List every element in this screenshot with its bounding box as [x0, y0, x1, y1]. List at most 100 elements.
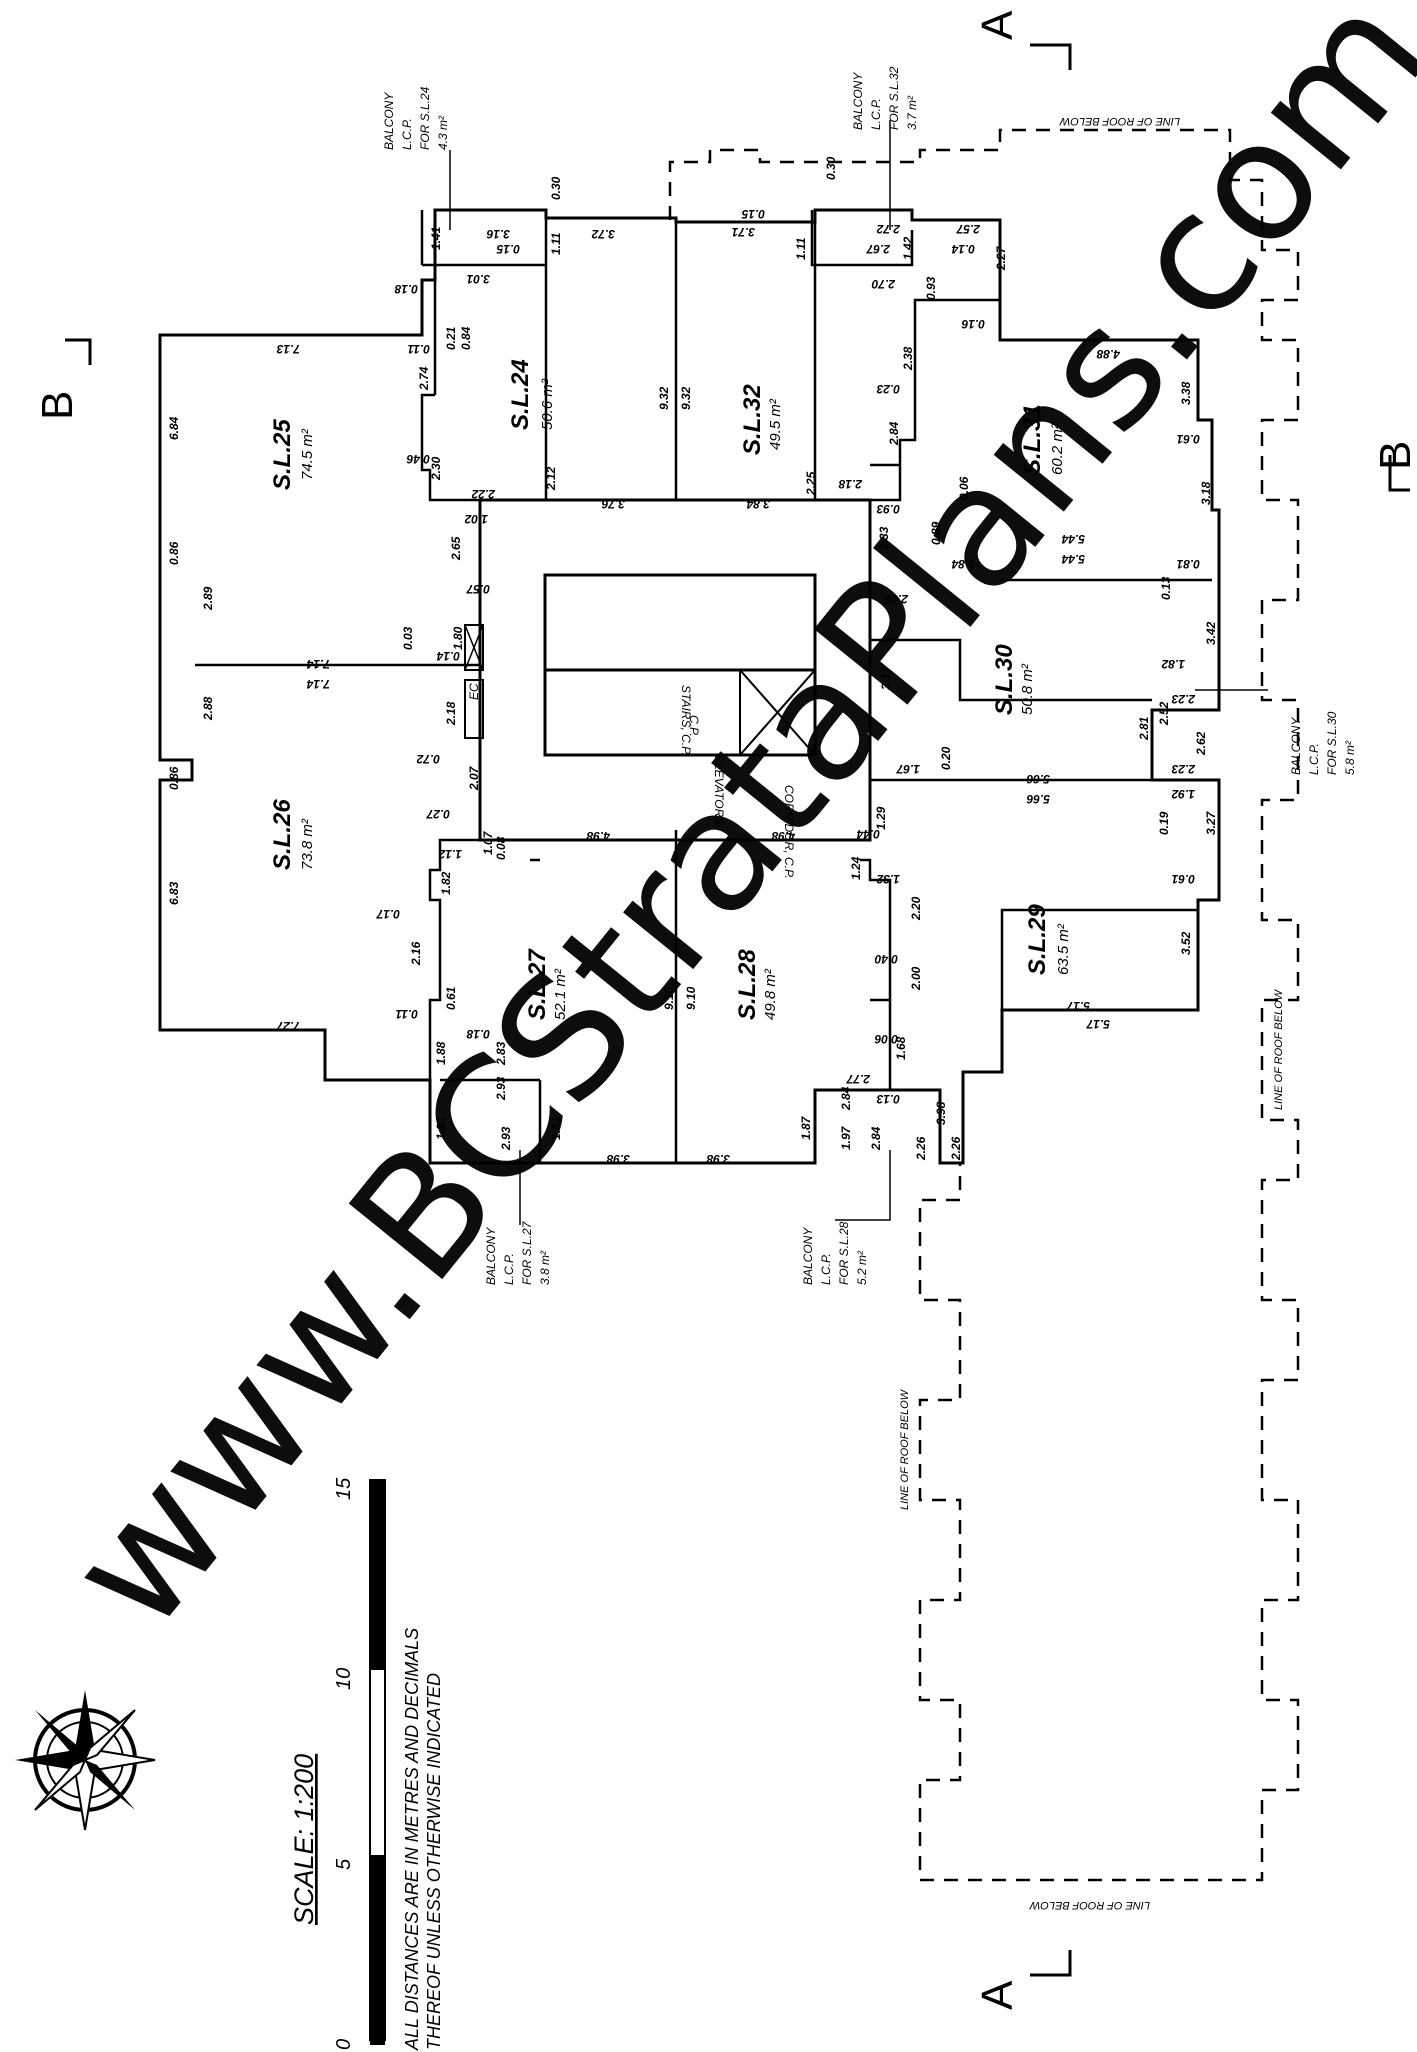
dim: 0.13 [876, 1092, 900, 1106]
scale-title: SCALE: 1:200 [289, 1754, 319, 1925]
dim: 0.13 [1159, 576, 1173, 600]
dim: 0.19 [1157, 811, 1171, 835]
svg-text:5.2 m²: 5.2 m² [855, 1250, 869, 1285]
dim: 1.29 [874, 806, 888, 830]
dim: 2.81 [1137, 716, 1151, 741]
dim: 2.65 [449, 536, 463, 561]
dim: 2.18 [444, 701, 458, 726]
dim: 9.32 [657, 386, 671, 410]
svg-text:FOR S.L.30: FOR S.L.30 [1325, 711, 1339, 775]
dim: 2.27 [994, 245, 1008, 271]
dim: 2.89 [201, 586, 215, 611]
dim: 0.93 [924, 276, 938, 300]
common-property-labels: STAIRS, C.P. ELEVATORS C.P. CORRIDOR, C.… [467, 683, 796, 879]
elevators-label: ELEVATORS [712, 755, 726, 825]
dim: 1.82 [439, 871, 453, 895]
dim: 3.16 [486, 227, 510, 241]
svg-text:BALCONY: BALCONY [801, 1227, 815, 1285]
dim: 6.84 [167, 416, 181, 440]
dim: 1.11 [794, 237, 808, 260]
roof-line-below [668, 128, 1300, 1882]
dim: 0.23 [876, 382, 900, 396]
dim: 2.25 [804, 471, 818, 496]
scale-bar: SCALE: 1:200 0 5 10 15 [289, 1477, 386, 2050]
dim: 0.61 [1171, 872, 1195, 886]
dim: 0.14 [436, 649, 460, 663]
unit-sl24-area: 50.6 m² [539, 378, 556, 430]
dim: 1.67 [895, 762, 920, 776]
dim: 0.84 [951, 557, 975, 571]
dim: 0.61 [1176, 432, 1200, 446]
dim: 1.12 [438, 847, 462, 861]
unit-sl29-label: S.L.29 [1024, 904, 1051, 975]
dim: 1.92 [1171, 787, 1195, 801]
dim: 0.46 [406, 452, 430, 466]
svg-text:3.7 m²: 3.7 m² [905, 95, 919, 130]
dim: 4.88 [1096, 347, 1121, 361]
dim: 0.93 [876, 502, 900, 516]
dim: 2.77 [845, 1072, 871, 1086]
dim: 7.27 [275, 1019, 300, 1033]
dim: 5.17 [1085, 1017, 1110, 1031]
dim: 0.72 [416, 752, 440, 766]
dim: 5.17 [1065, 999, 1090, 1013]
dim: 0.30 [824, 156, 838, 180]
dim: 0.16 [961, 317, 985, 331]
dim: 0.08 [494, 836, 508, 860]
dim: 2.07 [467, 765, 481, 791]
dim: 3.76 [601, 497, 625, 511]
dim: 0.18 [466, 1027, 490, 1041]
dim: 0.21 [444, 326, 458, 350]
section-a-bottom: A [973, 1980, 1022, 2010]
scale-tick-5: 5 [333, 1858, 355, 1870]
dim: 3.17 [879, 665, 893, 690]
dim: 3.98 [606, 1152, 630, 1166]
dim: 3.72 [591, 227, 615, 241]
corridor-line [480, 500, 871, 841]
dim: 3.42 [1204, 621, 1218, 645]
dim: 2.52 [1157, 701, 1171, 726]
dim: 2.38 [901, 346, 915, 371]
unit-sl29-area: 63.5 m² [1055, 923, 1072, 975]
scale-tick-10: 10 [333, 1668, 355, 1690]
distance-note-line2: THEREOF UNLESS OTHERWISE INDICATED [424, 1673, 444, 2050]
dim: 4.98 [771, 829, 796, 843]
dim: 0.30 [549, 176, 563, 200]
section-b-right: B [1371, 441, 1417, 470]
dim: 3.01 [466, 272, 490, 286]
dim: 3.38 [1179, 381, 1193, 405]
roof-label-right: LINE OF ROOF BELOW [1273, 988, 1285, 1110]
dim: 2.26 [949, 1136, 963, 1161]
dim: 0.40 [874, 952, 898, 966]
stairs-label: STAIRS, C.P. [679, 685, 693, 756]
dim: 9.10 [662, 986, 676, 1010]
dim: 2.93 [494, 1076, 508, 1101]
dim: 0.11 [407, 342, 430, 356]
dim: 2.16 [409, 941, 423, 966]
dim: 2.72 [876, 222, 901, 236]
dim: 3.52 [1179, 931, 1193, 955]
dim: 0.57 [465, 582, 490, 596]
dim: 1.80 [451, 626, 465, 650]
svg-text:5.8 m²: 5.8 m² [1343, 740, 1357, 775]
dim: 0.15 [741, 207, 765, 221]
svg-text:FOR S.L.32: FOR S.L.32 [887, 66, 901, 130]
section-a-top: A [973, 10, 1022, 40]
svg-text:3.8 m²: 3.8 m² [538, 1250, 552, 1285]
unit-sl31-area: 60.2 m² [1049, 423, 1066, 475]
dim: 0.61 [444, 986, 458, 1010]
unit-sl27-area: 52.1 m² [552, 968, 569, 1020]
unit-sl32-area: 49.5 m² [767, 398, 784, 450]
unit-labels: S.L.25 74.5 m² S.L.26 73.8 m² S.L.27 52.… [269, 359, 1072, 1020]
svg-text:4.3 m²: 4.3 m² [436, 115, 450, 150]
dim: 2.83 [494, 1041, 508, 1066]
dim: 1.11 [549, 232, 563, 255]
corridor-label: CORRIDOR, C.P. [782, 785, 796, 879]
svg-text:BALCONY: BALCONY [484, 1227, 498, 1285]
unit-sl28-label: S.L.28 [734, 949, 761, 1020]
dim: 0.03 [401, 626, 415, 650]
dim: 1.07 [481, 830, 495, 855]
dimension-labels: 7.13 6.84 0.86 2.89 2.88 7.14 7.14 0.86 … [167, 156, 1218, 1166]
dim: 5.66 [1026, 792, 1050, 806]
